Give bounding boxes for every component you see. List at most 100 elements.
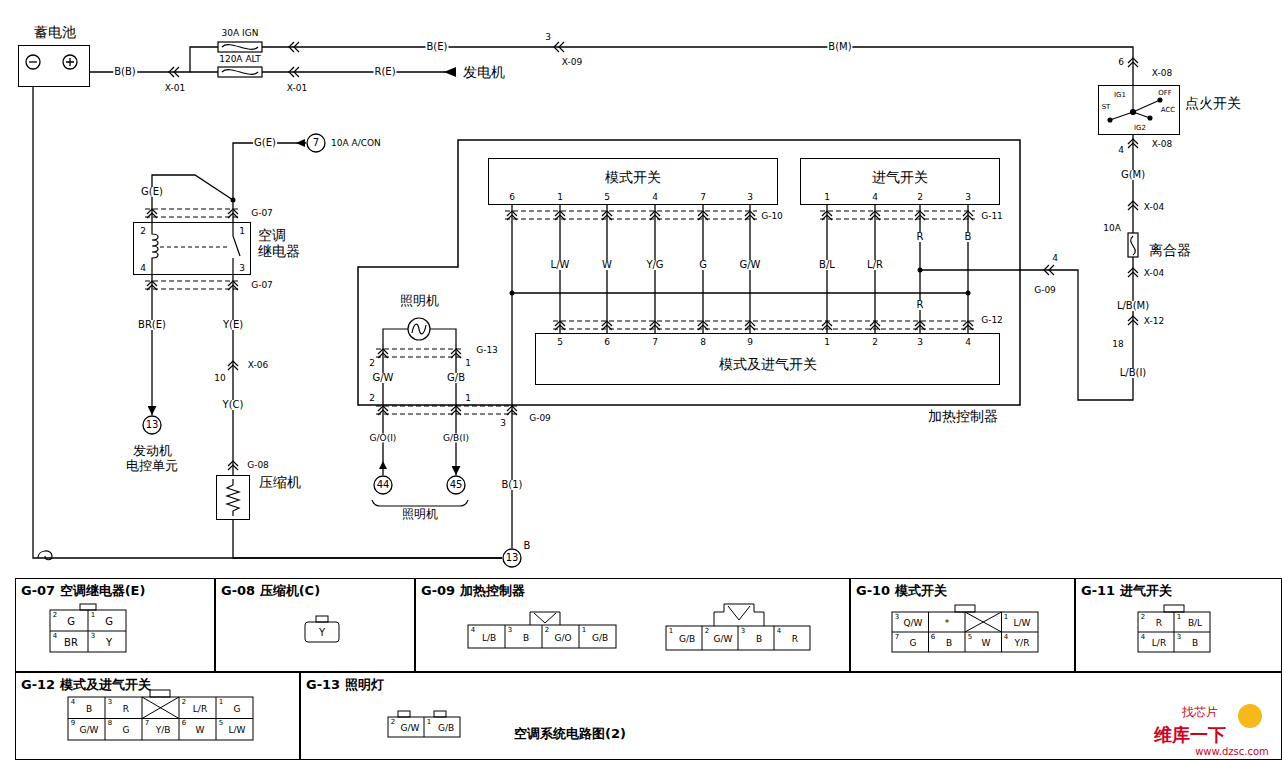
watermark: 找芯片 bbox=[1181, 706, 1219, 718]
controller-outline bbox=[358, 140, 1020, 405]
wire-label: 4 bbox=[1117, 146, 1125, 155]
wire-label: 照明机 bbox=[401, 508, 439, 520]
node-label: 压缩机 bbox=[259, 474, 309, 490]
connector-symbol bbox=[1128, 139, 1138, 148]
wire-label: 1 bbox=[464, 359, 472, 368]
connector-symbol bbox=[963, 211, 973, 220]
connector-symbol bbox=[745, 321, 755, 330]
table-cell: 1 bbox=[1176, 614, 1182, 621]
relay-symbol bbox=[152, 222, 158, 275]
table-cell: B bbox=[755, 635, 763, 644]
table-cell: G/O bbox=[553, 634, 572, 643]
node-label: 加热控制器 bbox=[913, 408, 1013, 424]
connector-symbol bbox=[822, 211, 832, 220]
connector-symbol bbox=[555, 211, 565, 220]
node-label: G-12 模式及进气开关 bbox=[21, 678, 151, 693]
pin-table bbox=[388, 717, 460, 737]
wire-label: G-07 bbox=[250, 209, 274, 218]
pin-table bbox=[50, 610, 126, 652]
pin-table bbox=[68, 697, 253, 740]
battery-symbol bbox=[29, 61, 37, 62]
wire-label: L/B(M) bbox=[1116, 301, 1150, 311]
watermark-icon bbox=[1238, 704, 1262, 728]
table-cell: B bbox=[85, 705, 93, 714]
wire-label: G-07 bbox=[250, 281, 274, 290]
connector-panel: G-13 照明灯 bbox=[300, 672, 1282, 760]
node-label: 44 bbox=[377, 479, 390, 491]
connector-panel: G-07 空调继电器(E) bbox=[15, 578, 215, 672]
table-cell: 4 bbox=[776, 628, 782, 635]
table-cell: 1 bbox=[668, 628, 674, 635]
circle-outline bbox=[143, 416, 161, 434]
wire-label: X-12 bbox=[1143, 317, 1165, 326]
wire-label: 2 bbox=[139, 227, 147, 236]
table-cell: 4 bbox=[70, 699, 76, 706]
table-cell: G bbox=[66, 617, 76, 627]
connector-symbol bbox=[147, 209, 157, 218]
wire-connector bbox=[151, 275, 152, 415]
pin-table bbox=[316, 616, 328, 622]
connector-symbol bbox=[1128, 316, 1138, 325]
wire-connector bbox=[33, 87, 502, 558]
junction-dot bbox=[510, 291, 515, 296]
circle-outline bbox=[447, 476, 465, 494]
wire-color-label: Y/G bbox=[645, 260, 664, 270]
wire-label: 4 bbox=[651, 193, 659, 202]
wire-label: G(E) bbox=[140, 187, 164, 197]
table-cell: Y/R bbox=[1014, 639, 1031, 648]
wire-label: 2 bbox=[368, 394, 376, 403]
ignition-switch-contacts bbox=[1148, 116, 1152, 120]
wire-label: X-08 bbox=[1151, 69, 1173, 78]
table-cell: 1 bbox=[1003, 614, 1009, 621]
table-cell: 2 bbox=[390, 719, 396, 726]
connector-symbol bbox=[147, 281, 157, 290]
compressor-box: 压缩机 bbox=[216, 475, 250, 520]
connector-symbol bbox=[554, 42, 564, 52]
table-cell: G/B bbox=[591, 634, 609, 643]
wire-label: 30A IGN bbox=[221, 29, 260, 38]
wire-label: 离合器 bbox=[1148, 243, 1192, 257]
connector-symbol bbox=[169, 67, 179, 77]
connector-shell bbox=[505, 211, 975, 219]
table-cell: 3 bbox=[1176, 634, 1182, 641]
pin-table bbox=[80, 604, 96, 610]
node-label: 模式及进气开关 bbox=[719, 356, 817, 372]
connector-symbol bbox=[822, 321, 832, 330]
wire-connector bbox=[1020, 135, 1133, 400]
wire-label: X-01 bbox=[286, 84, 308, 93]
connector-symbol bbox=[451, 406, 461, 415]
connector-symbol bbox=[870, 211, 880, 220]
table-cell: G/B bbox=[678, 635, 696, 644]
wire-label: G-12 bbox=[980, 316, 1004, 325]
watermark: 维库一下 bbox=[1153, 726, 1227, 744]
wire-label: 6 bbox=[603, 338, 611, 347]
connector-symbol bbox=[228, 209, 238, 218]
table-cell: BR bbox=[63, 638, 79, 648]
connector-symbol bbox=[963, 321, 973, 330]
table-cell: 7 bbox=[894, 634, 900, 641]
connector-symbol bbox=[451, 349, 461, 358]
wire-connector bbox=[232, 275, 233, 475]
connector-symbol bbox=[378, 349, 388, 358]
wire-label: 120A ALT bbox=[218, 55, 262, 64]
table-cell: R bbox=[1155, 619, 1163, 628]
pin-table bbox=[1164, 605, 1184, 612]
wire-label: ACC bbox=[1160, 107, 1176, 114]
wire-label: G-08 bbox=[246, 461, 270, 470]
ignition-switch-contacts bbox=[1158, 98, 1162, 102]
table-cell: 3 bbox=[894, 614, 900, 621]
wire-connector bbox=[233, 520, 502, 558]
wire-label: OFF bbox=[1157, 90, 1173, 97]
wire-color-label: G/W bbox=[371, 373, 394, 383]
connector-symbol bbox=[289, 67, 299, 77]
table-cell: G/W bbox=[79, 726, 100, 735]
controller-outline: 加热控制器模式开关进气开关模式及进气开关照明机 bbox=[358, 140, 1020, 405]
node-label: 13 bbox=[506, 552, 519, 564]
battery-symbol bbox=[63, 55, 77, 69]
arrow-symbol bbox=[296, 139, 305, 147]
fuse-symbol bbox=[218, 42, 262, 52]
wire-label: ST bbox=[1101, 104, 1112, 111]
connector-symbol bbox=[915, 321, 925, 330]
connector-symbol bbox=[602, 211, 612, 220]
